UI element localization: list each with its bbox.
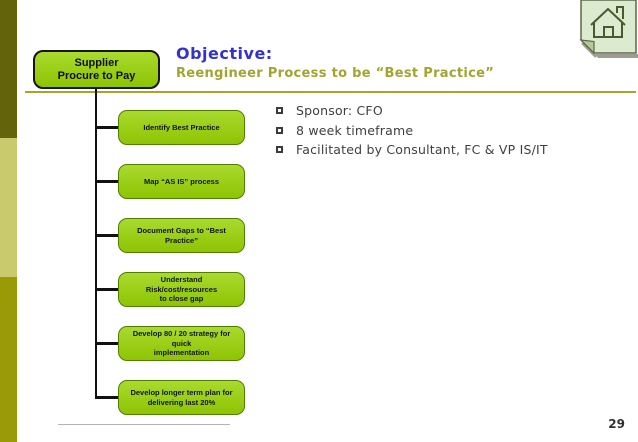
tree-trunk-line [95,89,97,399]
square-bullet-icon [276,107,283,114]
list-item: Facilitated by Consultant, FC & VP IS/IT [276,143,548,156]
bullet-text: Facilitated by Consultant, FC & VP IS/IT [296,142,548,157]
home-icon[interactable] [578,0,638,62]
home-icon-shadow [595,54,638,58]
left-bar-middle-segment [0,138,17,277]
slide-subtitle: Reengineer Process to be “Best Practice” [176,66,495,81]
process-step-box: Map “AS IS” process [118,164,245,199]
house-glyph [590,6,626,38]
process-step-box: Develop 80 / 20 strategy for quick imple… [118,326,245,361]
slide-title: Objective: [176,44,273,63]
branch-line-3 [95,234,119,237]
footer-placeholder-line [58,424,230,425]
process-step-box: Develop longer term plan for delivering … [118,380,245,415]
square-bullet-icon [276,126,283,134]
bullet-text: Sponsor: CFO [296,103,383,118]
bullet-text: 8 week timeframe [296,122,414,138]
left-bar-bottom-segment [0,277,17,442]
branch-line-6 [95,396,119,399]
bullet-list: Sponsor: CFO 8 week timeframe Facilitate… [276,104,548,163]
process-step-box: Document Gaps to “Best Practice” [118,218,245,253]
branch-line-2 [95,180,119,183]
page-number: 29 [608,417,625,431]
process-step-box: Understand Risk/cost/resources to close … [118,272,245,307]
root-process-box: Supplier Procure to Pay [33,50,160,89]
branch-line-4 [95,288,119,291]
list-item: 8 week timeframe [276,124,548,137]
branch-line-5 [95,342,119,345]
list-item: Sponsor: CFO [276,104,548,117]
process-step-box: Identify Best Practice [118,110,245,145]
left-bar-top-segment [0,0,17,138]
title-divider-line [25,91,636,93]
square-bullet-icon [276,146,283,153]
branch-line-1 [95,126,119,129]
